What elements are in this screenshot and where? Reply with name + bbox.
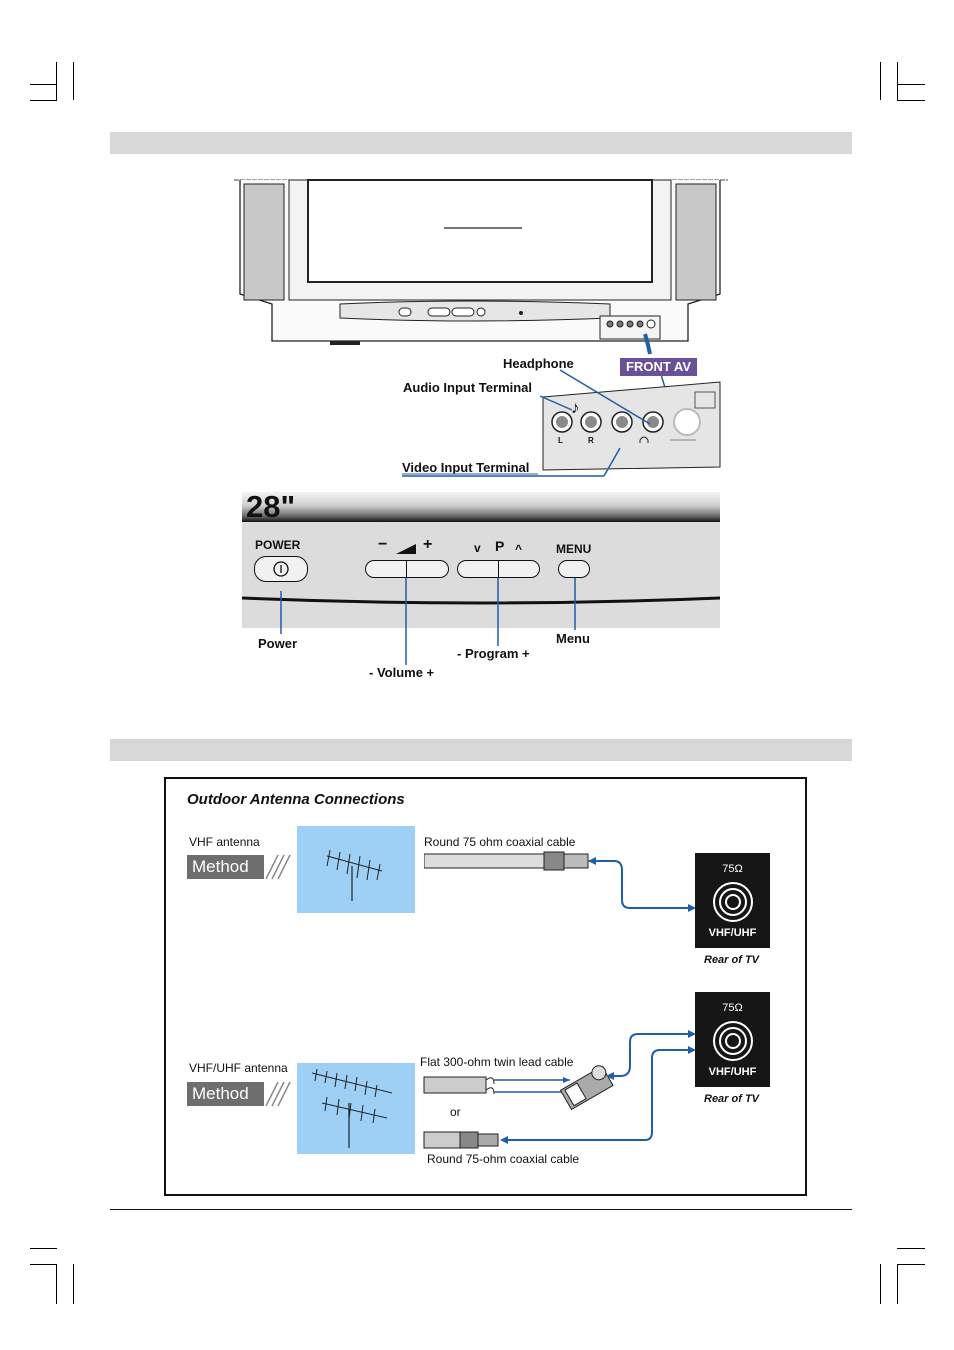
callout-menu: Menu [556,631,590,646]
front-av-callout-lines [402,369,651,477]
method1-badge: Method 1 [187,855,264,898]
panel-header: 28" [242,489,720,524]
rf-input-jack-icon [713,1021,753,1061]
headphone-label: Headphone [503,356,574,371]
program-p-label: P [495,538,505,554]
antenna-title: Outdoor Antenna Connections [187,791,405,808]
method1-sky [297,826,415,913]
jack-r-label: R [588,436,594,445]
panel-size-title: 28" [246,489,296,524]
callout-power: Power [258,636,298,651]
method1-antenna-label: VHF antenna [189,835,260,849]
method1-cable-label: Round 75 ohm coaxial cable [424,835,576,849]
section-header-bar-top [110,132,852,154]
video-input-label: Video Input Terminal [402,460,530,475]
tv-front-illustration [234,179,728,471]
power-button[interactable] [254,556,308,582]
program-down-label: v [474,541,481,555]
volume-minus-label: − [378,536,388,553]
volume-icon [396,544,416,554]
rf-input-jack-icon [713,882,753,922]
method2-badge: Method 2 [187,1082,264,1125]
rear1-input-label: VHF/UHF [708,927,757,939]
power-icon [273,561,289,577]
method2-cables [423,1030,696,1149]
rear1-ohm-label: 75Ω [722,863,743,875]
program-up-button[interactable] [498,560,540,578]
method2-antenna-label: VHF/UHF antenna [189,1061,288,1075]
rear-of-tv-caption-1: Rear of TV [704,954,760,966]
method2-or-label: or [450,1105,461,1119]
callout-volume: - Volume + [369,665,435,680]
control-callout-lines [280,578,576,665]
method2-sky [297,1063,415,1154]
volume-up-button[interactable] [406,560,449,578]
method2-stripes [265,1081,291,1107]
method1-stripes [265,854,291,880]
panel-menu-label: MENU [556,542,592,556]
front-av-badge: FRONT AV [620,358,697,376]
vhf-antenna-icon [326,849,383,901]
callout-program: - Program + [457,646,530,661]
method2-flat-cable-label: Flat 300-ohm twin lead cable [420,1055,574,1069]
music-note-icon: ♪ [571,398,580,417]
rear-of-tv-panel-1: 75Ω VHF/UHF [695,853,770,948]
rear-of-tv-caption-2: Rear of TV [704,1093,760,1105]
control-panel: 28" POWER − + v P ^ MENU [242,489,720,628]
volume-plus-label: + [423,536,433,553]
method1-coax-cable [424,851,696,912]
jack-l-label: L [558,436,563,445]
rear2-input-label: VHF/UHF [708,1066,757,1078]
rear2-ohm-label: 75Ω [722,1002,743,1014]
method2-coax-cable-label: Round 75-ohm coaxial cable [427,1152,580,1166]
vhf-uhf-antenna-icon [311,1068,393,1148]
antenna-frame [164,777,807,1196]
panel-power-label: POWER [255,538,301,552]
audio-input-label: Audio Input Terminal [403,380,533,395]
menu-button[interactable] [558,560,590,578]
rear-of-tv-panel-2: 75Ω VHF/UHF [695,992,770,1087]
program-up-label: ^ [515,542,523,556]
footer-rule [110,1209,852,1210]
panel-lower-edge [242,596,720,605]
section-header-bar-antenna [110,739,852,761]
